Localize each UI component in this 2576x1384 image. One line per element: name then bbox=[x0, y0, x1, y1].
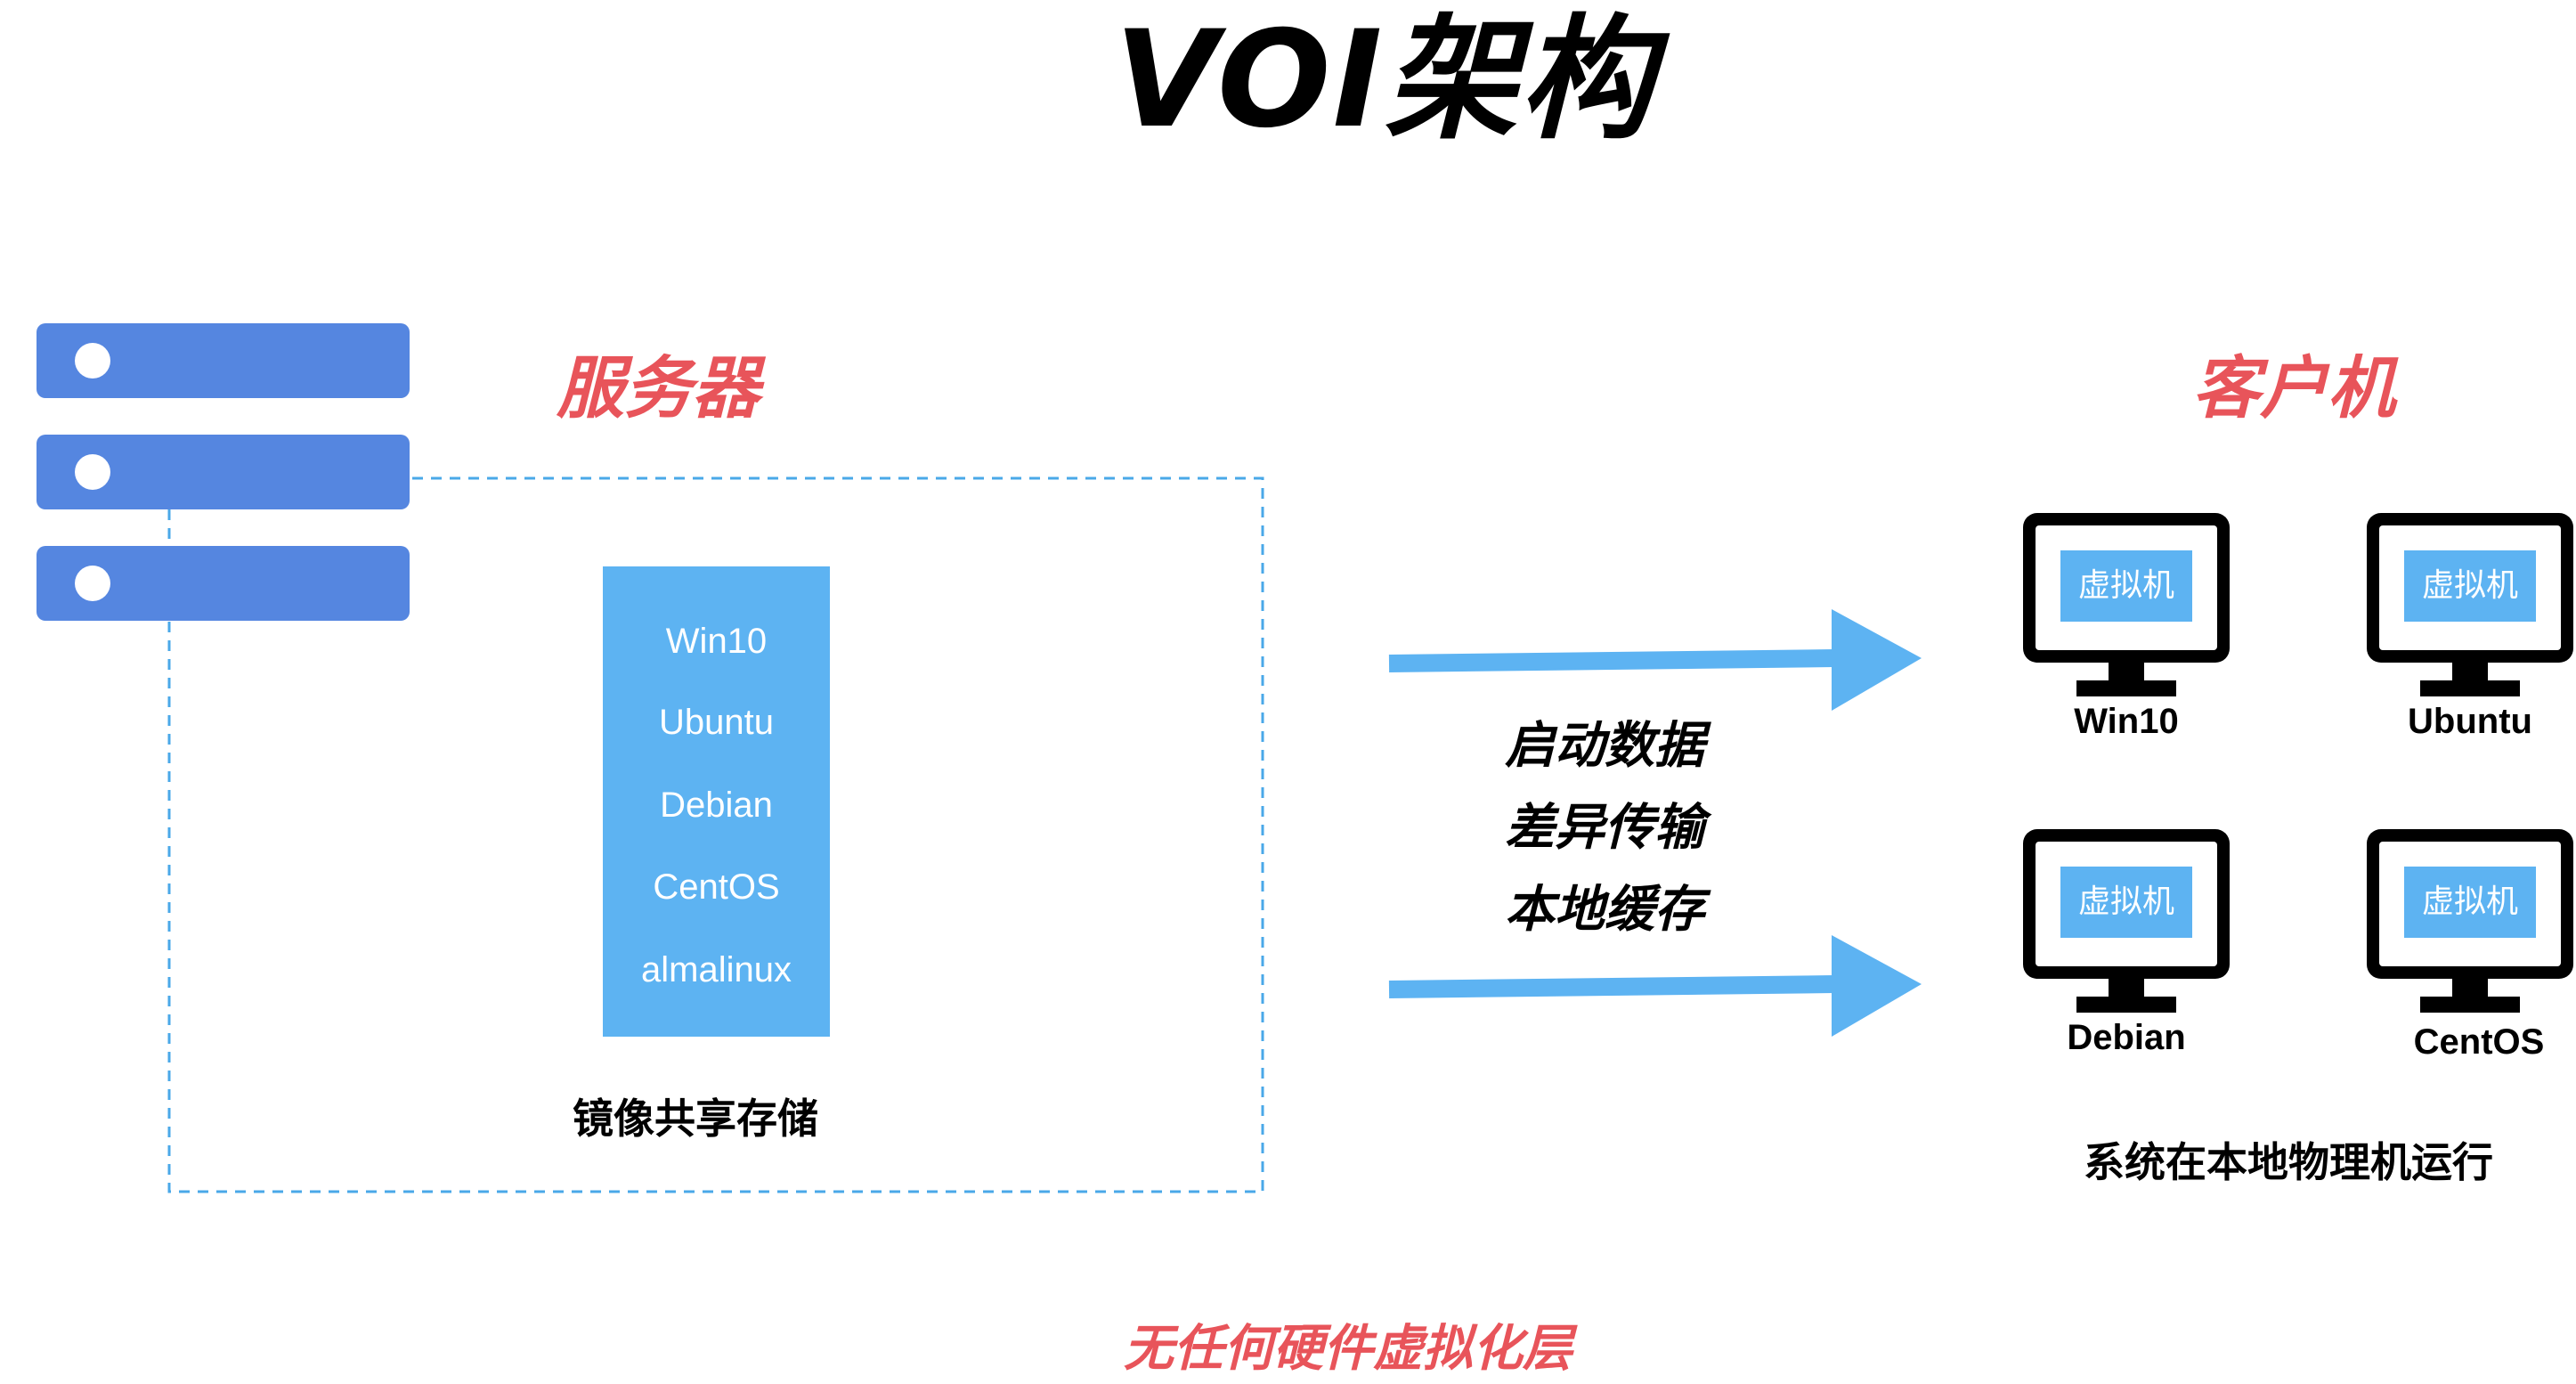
image-storage-list: Win10 Ubuntu Debian CentOS almalinux bbox=[603, 566, 830, 1037]
transfer-line-diff: 差异传输 bbox=[1505, 799, 1704, 857]
client-caption: 系统在本地物理机运行 bbox=[2084, 1138, 2493, 1186]
monitor-icon: 虚拟机 bbox=[2367, 829, 2573, 979]
server-led-icon bbox=[75, 566, 110, 601]
transfer-line-cache: 本地缓存 bbox=[1505, 881, 1704, 939]
image-item-debian: Debian bbox=[660, 786, 773, 825]
arrow-upper bbox=[1388, 609, 1922, 711]
monitor-icon: 虚拟机 bbox=[2023, 513, 2230, 663]
machine-os-label: Debian bbox=[2067, 1018, 2186, 1057]
image-item-centos: CentOS bbox=[653, 867, 780, 907]
monitor-icon: 虚拟机 bbox=[2367, 513, 2573, 663]
storage-caption: 镜像共享存储 bbox=[573, 1095, 818, 1143]
client-heading: 客户机 bbox=[2192, 348, 2395, 427]
image-item-ubuntu: Ubuntu bbox=[659, 703, 774, 742]
vm-label: 虚拟机 bbox=[2404, 550, 2536, 622]
arrow-lower bbox=[1388, 935, 1922, 1037]
server-storage-dashed-border bbox=[167, 476, 1264, 1193]
machine-os-label: Win10 bbox=[2074, 702, 2179, 741]
machine-os-label: CentOS bbox=[2413, 1022, 2545, 1062]
server-led-icon bbox=[75, 343, 110, 379]
server-heading: 服务器 bbox=[557, 348, 760, 427]
footer-note: 无任何硬件虚拟化层 bbox=[1124, 1320, 1572, 1378]
page-title: VOI架构 bbox=[1114, 3, 1655, 158]
server-led-icon bbox=[75, 454, 110, 490]
machine-os-label: Ubuntu bbox=[2408, 702, 2532, 741]
image-item-almalinux: almalinux bbox=[641, 950, 792, 989]
server-rack-unit bbox=[37, 435, 410, 509]
monitor-icon: 虚拟机 bbox=[2023, 829, 2230, 979]
image-item-win10: Win10 bbox=[665, 622, 768, 661]
transfer-line-boot-data: 启动数据 bbox=[1505, 717, 1704, 775]
server-rack-unit bbox=[37, 546, 410, 621]
vm-label: 虚拟机 bbox=[2060, 550, 2192, 622]
server-rack-unit bbox=[37, 323, 410, 398]
vm-label: 虚拟机 bbox=[2404, 867, 2536, 938]
vm-label: 虚拟机 bbox=[2060, 867, 2192, 938]
